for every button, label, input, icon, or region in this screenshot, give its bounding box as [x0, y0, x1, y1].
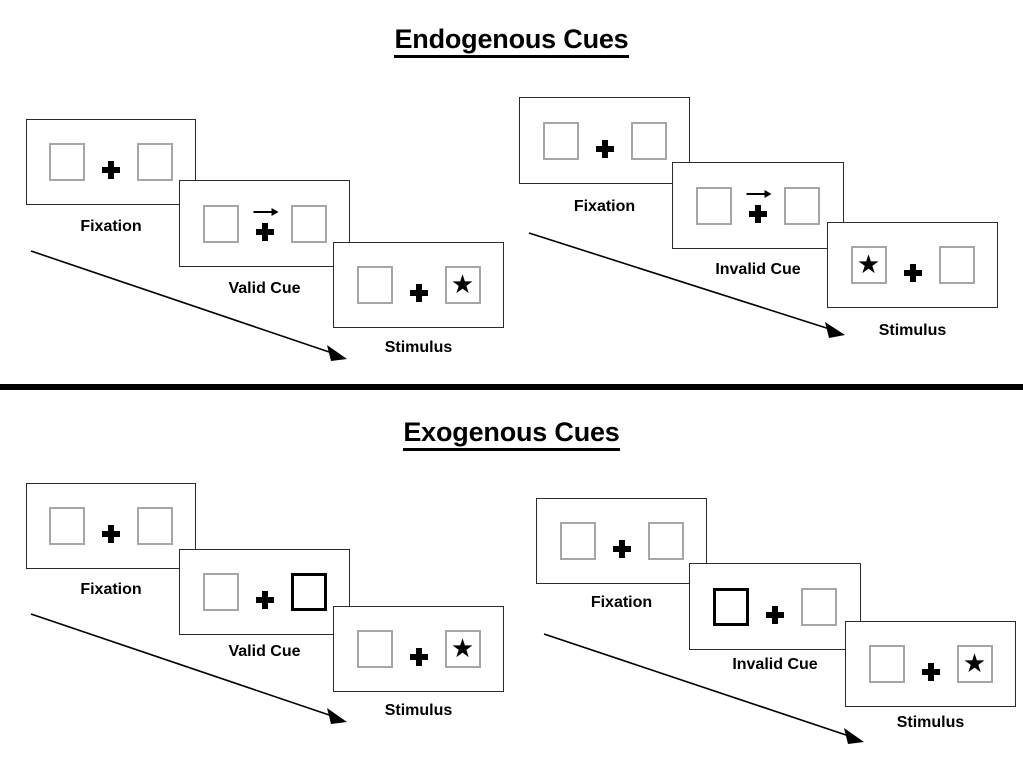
box-content: ★ [856, 249, 881, 279]
right-box [630, 121, 667, 160]
left-box [559, 522, 596, 560]
panel-endogenous-invalid-fixation [519, 97, 690, 184]
panel-row [202, 573, 327, 611]
fixation-cross-wrap [253, 207, 279, 241]
left-box [49, 507, 85, 545]
right-box-cued [290, 573, 327, 611]
section-title-endogenous-text: Endogenous Cues [394, 24, 629, 58]
plus-icon [612, 540, 631, 558]
fixation-cross-wrap [593, 124, 617, 158]
section-title-exogenous: Exogenous Cues [0, 417, 1023, 451]
plus-icon [409, 284, 428, 302]
caption-exogenous-invalid-cue: Invalid Cue [732, 656, 818, 673]
section-divider [0, 384, 1023, 390]
caption-exogenous-valid-fixation: Fixation [80, 581, 142, 598]
panel-endogenous-invalid-stimulus: ★ [827, 222, 998, 308]
plus-icon [921, 663, 940, 681]
panel-row: ★ [850, 246, 975, 284]
right-box [290, 204, 327, 243]
plus-icon [903, 264, 922, 282]
left-box [356, 266, 393, 304]
left-box [542, 121, 579, 160]
panel-row: ★ [356, 630, 481, 668]
caption-endogenous-invalid-fixation: Fixation [573, 198, 636, 215]
caption-endogenous-invalid-stimulus: Stimulus [878, 322, 947, 339]
panel-exogenous-valid-cue [179, 549, 350, 635]
plus-icon [255, 591, 274, 609]
arrow-right-icon [253, 207, 279, 216]
fixation-cross-wrap [763, 590, 787, 624]
fixation-cross-wrap [919, 647, 943, 681]
right-box: ★ [956, 645, 993, 683]
plus-icon [102, 161, 120, 179]
caption-endogenous-valid-cue: Valid Cue [228, 280, 301, 297]
plus-icon [749, 204, 767, 223]
box-content: ★ [450, 269, 475, 299]
right-box [784, 186, 820, 225]
fixation-cross-wrap [901, 248, 925, 282]
right-box [938, 246, 975, 284]
panel-endogenous-valid-fixation [26, 119, 196, 205]
plus-icon [255, 222, 274, 241]
caption-exogenous-valid-stimulus: Stimulus [384, 702, 453, 719]
panel-endogenous-valid-stimulus: ★ [333, 242, 504, 328]
left-box [356, 630, 393, 668]
right-box [801, 587, 837, 626]
fixation-cross-wrap [610, 524, 634, 558]
fixation-cross-wrap [407, 268, 431, 302]
fixation-cross-wrap [746, 189, 772, 223]
panel-exogenous-invalid-fixation [536, 498, 707, 584]
left-box [696, 186, 732, 225]
fixation-cross-wrap [99, 509, 123, 543]
plus-icon [102, 525, 120, 543]
left-box [202, 204, 239, 243]
panel-endogenous-invalid-cue [672, 162, 844, 249]
plus-icon [595, 139, 614, 158]
caption-exogenous-valid-cue: Valid Cue [228, 643, 301, 660]
plus-icon [766, 605, 784, 624]
panel-exogenous-valid-fixation [26, 483, 196, 569]
left-box [49, 143, 85, 181]
fixation-cross-wrap [99, 145, 123, 179]
left-box-cued [713, 587, 749, 626]
right-box: ★ [444, 266, 481, 304]
panel-endogenous-valid-cue [179, 180, 350, 267]
arrow-right-icon [746, 189, 772, 198]
fixation-cross-wrap [407, 632, 431, 666]
panel-exogenous-invalid-cue [689, 563, 861, 650]
panel-row: ★ [356, 266, 481, 304]
panel-row [202, 204, 327, 243]
panel-row [49, 143, 173, 181]
box-content: ★ [450, 633, 475, 663]
panel-exogenous-invalid-stimulus: ★ [845, 621, 1016, 707]
left-box: ★ [850, 246, 887, 284]
panel-row [542, 121, 667, 160]
panel-row [713, 587, 837, 626]
box-content: ★ [962, 648, 987, 678]
plus-icon [409, 648, 428, 666]
panel-row [559, 522, 684, 560]
caption-exogenous-invalid-stimulus: Stimulus [896, 714, 965, 731]
caption-exogenous-invalid-fixation: Fixation [590, 594, 653, 611]
left-box [202, 573, 239, 611]
right-box [647, 522, 684, 560]
caption-endogenous-valid-fixation: Fixation [80, 218, 142, 235]
caption-endogenous-invalid-cue: Invalid Cue [715, 261, 801, 278]
right-box [137, 507, 173, 545]
fixation-cross-wrap [253, 575, 277, 609]
panel-row: ★ [868, 645, 993, 683]
right-box [137, 143, 173, 181]
caption-endogenous-valid-stimulus: Stimulus [384, 339, 453, 356]
left-box [868, 645, 905, 683]
section-title-exogenous-text: Exogenous Cues [403, 417, 620, 451]
section-title-endogenous: Endogenous Cues [0, 24, 1023, 58]
panel-exogenous-valid-stimulus: ★ [333, 606, 504, 692]
panel-row [696, 186, 820, 225]
right-box: ★ [444, 630, 481, 668]
panel-row [49, 507, 173, 545]
